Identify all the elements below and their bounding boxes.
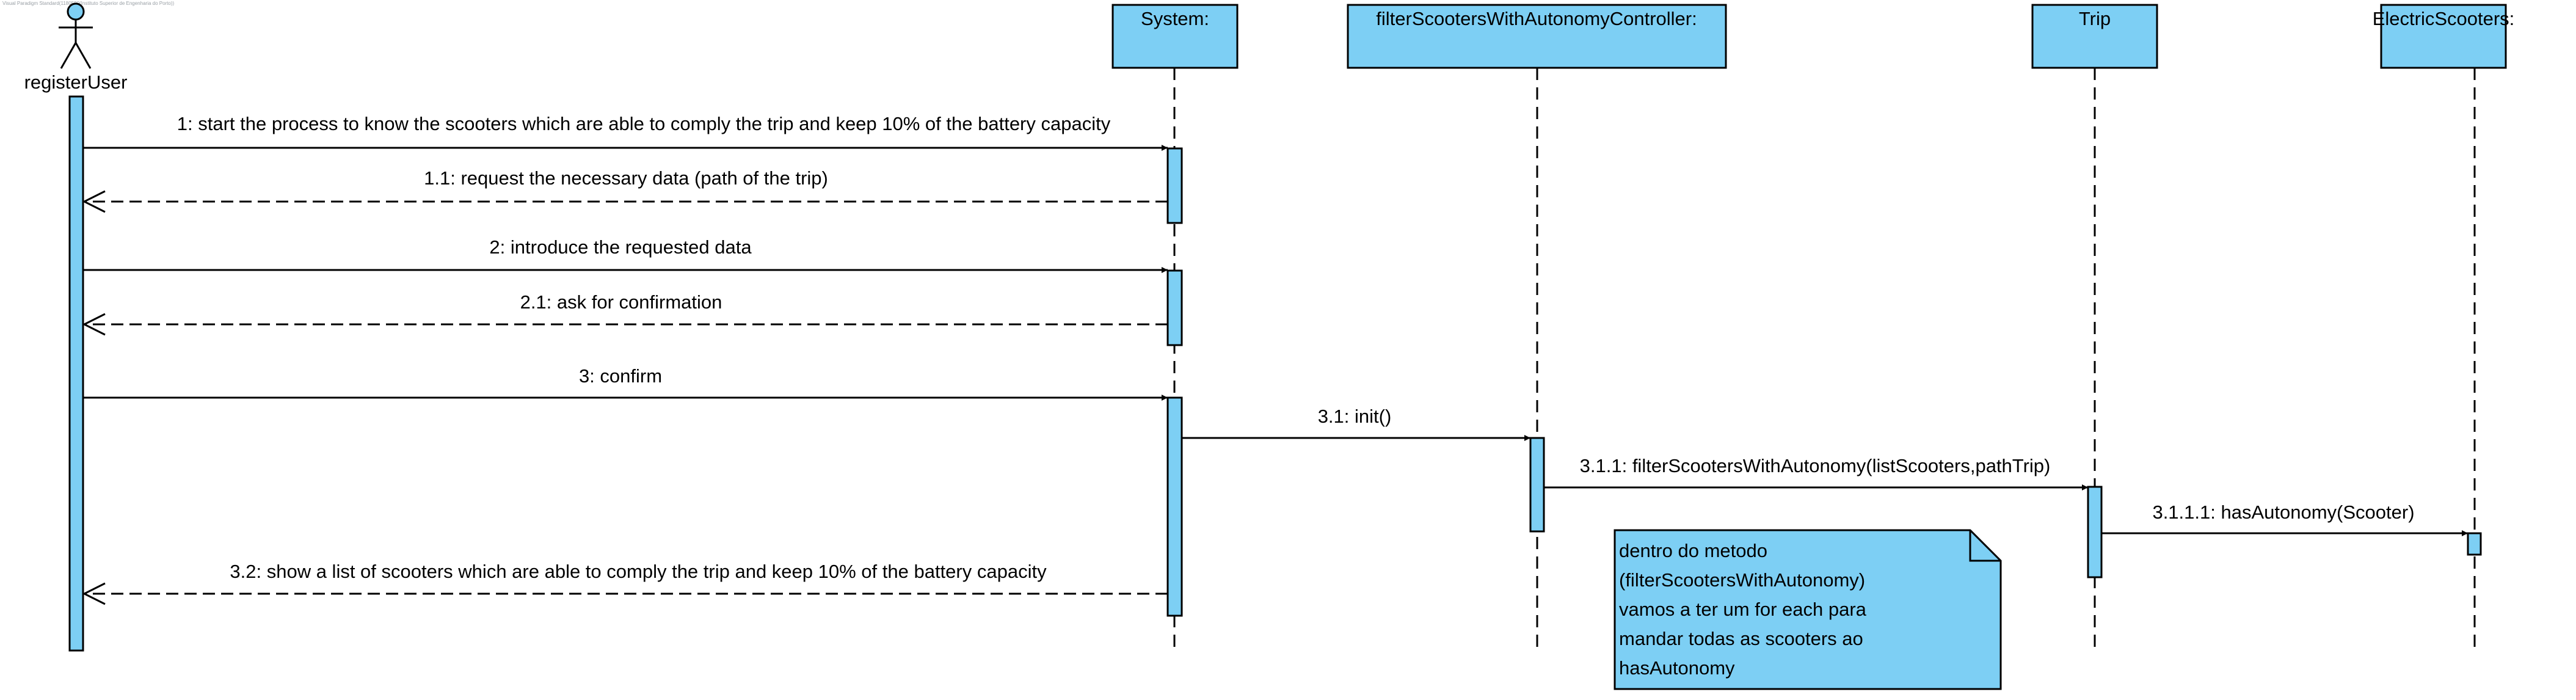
activation-system-1 (1166, 147, 1183, 224)
message-3-1[interactable]: 3.1: init() (1182, 406, 1530, 441)
note-body (1614, 529, 2002, 690)
actor-head (67, 2, 85, 21)
message-2-1[interactable]: 2.1: ask for confirmation (82, 291, 1168, 336)
lifeline-scooters-header (2380, 4, 2507, 69)
message-3-label: 3: confirm (579, 365, 662, 387)
note-line-2: (filterScootersWithAutonomy) (1619, 569, 1865, 591)
actor-register-user[interactable]: registerUser (24, 2, 128, 93)
note-line-3: vamos a ter um for each para (1619, 599, 1867, 620)
message-3-1-1-label: 3.1.1: filterScootersWithAutonomy(listSc… (1580, 455, 2051, 476)
actor-name: registerUser (24, 71, 128, 93)
actor-left-leg (60, 42, 77, 69)
note-folded-corner (1969, 530, 2001, 562)
lifeline-trip-header (2031, 4, 2158, 69)
note-line-4: mandar todas as scooters ao (1619, 628, 1863, 649)
watermark: Visual Paradigm Standard(1180590(Institu… (2, 1, 175, 6)
message-3-1-label: 3.1: init() (1318, 406, 1392, 427)
message-1-1[interactable]: 1.1: request the necessary data (path of… (82, 167, 1168, 213)
activation-scooters (2467, 532, 2482, 556)
message-3[interactable]: 3: confirm (83, 365, 1168, 401)
message-1-1-arrowhead (82, 190, 106, 213)
lifeline-controller[interactable]: filterScootersWithAutonomyController: (1347, 4, 1727, 647)
lifeline-scooters-name: ElectricScooters: (2373, 8, 2515, 29)
lifeline-trip[interactable]: Trip (2031, 4, 2158, 647)
message-2-1-arrowhead (82, 313, 106, 336)
message-3-1-1-1-label: 3.1.1.1: hasAutonomy(Scooter) (2152, 501, 2414, 523)
message-3-1-1[interactable]: 3.1.1: filterScootersWithAutonomy(listSc… (1544, 455, 2088, 490)
lifeline-system[interactable]: System: (1112, 4, 1239, 647)
activation-trip (2087, 486, 2103, 578)
lifeline-scooters[interactable]: ElectricScooters: (2373, 4, 2515, 647)
activation-controller (1529, 437, 1545, 533)
message-1-1-label: 1.1: request the necessary data (path of… (424, 167, 828, 189)
lifeline-controller-name: filterScootersWithAutonomyController: (1376, 8, 1697, 29)
message-3-2-arrowhead (82, 582, 106, 605)
lifeline-trip-name: Trip (2079, 8, 2111, 29)
message-2[interactable]: 2: introduce the requested data (83, 236, 1168, 273)
message-2-1-label: 2.1: ask for confirmation (520, 291, 722, 313)
message-3-1-1-1[interactable]: 3.1.1.1: hasAutonomy(Scooter) (2101, 501, 2468, 536)
activation-system-3 (1166, 396, 1183, 617)
message-1-label: 1: start the process to know the scooter… (177, 113, 1111, 134)
actor-right-leg (75, 42, 92, 69)
message-3-2[interactable]: 3.2: show a list of scooters which are a… (82, 561, 1168, 605)
lifeline-system-header (1112, 4, 1239, 69)
actor-activation (68, 95, 84, 652)
note-line-5: hasAutonomy (1619, 657, 1735, 679)
activation-system-2 (1166, 269, 1183, 346)
message-3-2-label: 3.2: show a list of scooters which are a… (230, 561, 1047, 582)
message-1[interactable]: 1: start the process to know the scooter… (83, 113, 1168, 151)
message-2-label: 2: introduce the requested data (489, 236, 752, 258)
note[interactable]: dentro do metodo (filterScootersWithAuto… (1614, 529, 2002, 690)
lifeline-system-name: System: (1141, 8, 1209, 29)
note-line-1: dentro do metodo (1619, 540, 1767, 561)
